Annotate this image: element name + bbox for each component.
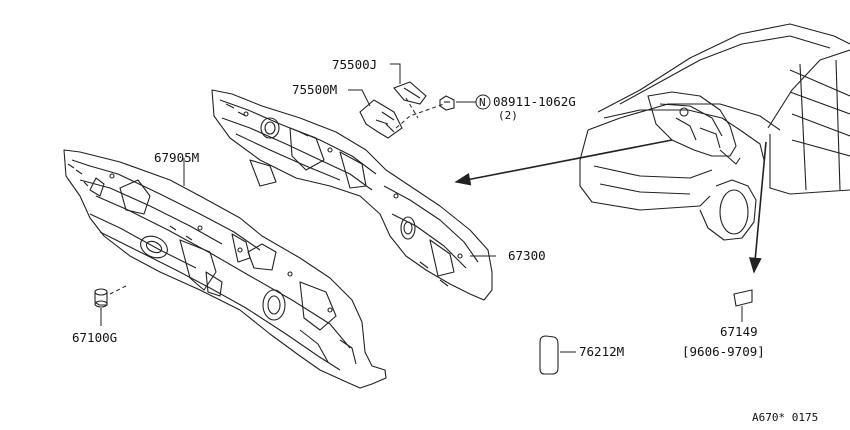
part-label-67300: 67300 [508, 248, 546, 263]
pointer-arrows [454, 139, 767, 274]
part-date-range-67149: [9606-9709] [682, 344, 765, 359]
diagram-code: A670* 0175 [752, 411, 818, 424]
part-label-75500j: 75500J [332, 57, 377, 72]
dash-panel-lower-drawing [63, 149, 387, 389]
n-symbol-label: N [479, 96, 486, 109]
plug-67100g-drawing [94, 288, 108, 308]
seal-76212m-drawing [539, 335, 559, 375]
insulator-75500j-drawing [393, 81, 427, 105]
part-qty-08911: (2) [498, 109, 518, 122]
clip-08911-drawing [439, 95, 455, 111]
n-symbol-circle [475, 94, 491, 110]
part-label-67149: 67149 [720, 324, 758, 339]
insulator-75500m-drawing [359, 99, 403, 139]
part-label-76212m: 76212M [579, 344, 624, 359]
label-67149-drawing [733, 289, 753, 307]
part-label-67905m: 67905M [154, 150, 199, 165]
vehicle-drawing [579, 23, 850, 241]
part-label-67100g: 67100G [72, 330, 117, 345]
leader-lines [100, 63, 743, 353]
dash-panel-upper-drawing [211, 89, 493, 301]
part-label-08911-1062g: 08911-1062G [493, 94, 576, 109]
part-label-75500m: 75500M [292, 82, 337, 97]
